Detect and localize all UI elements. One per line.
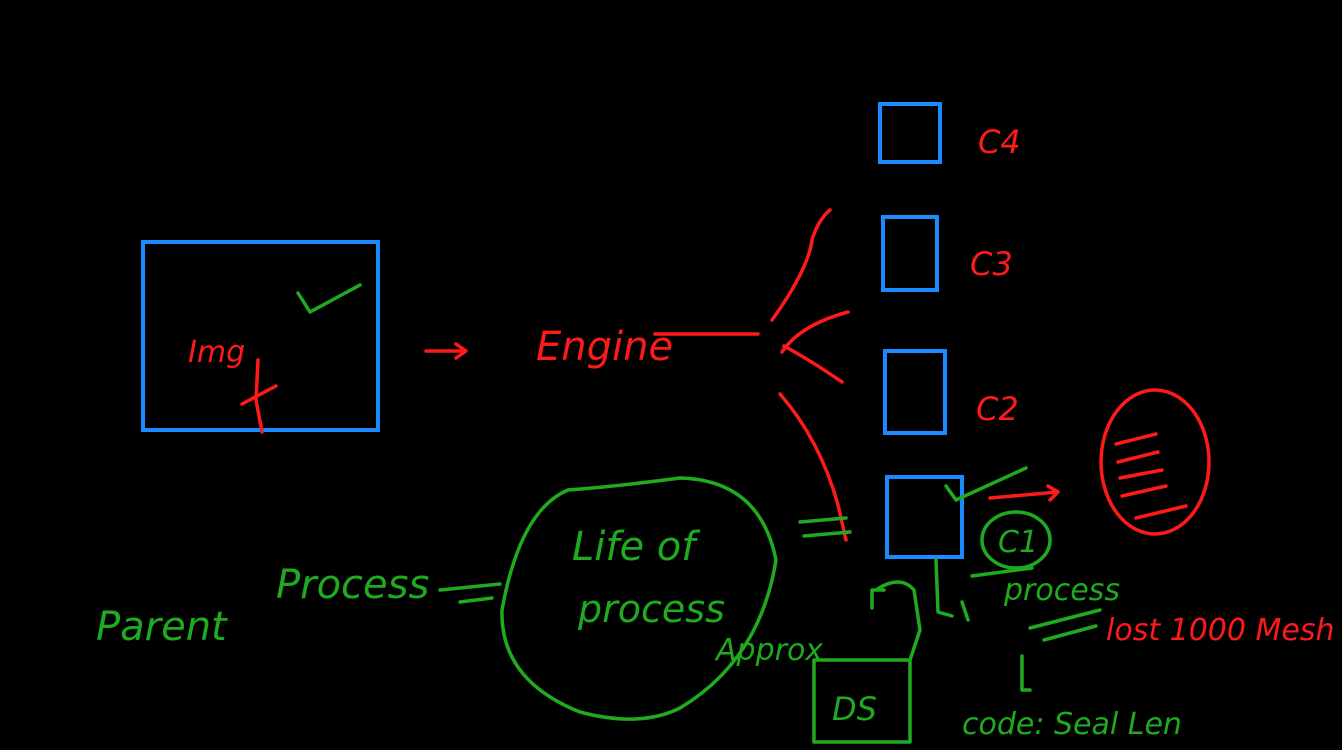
c1-circle-label: C1 bbox=[998, 525, 1038, 560]
parent-label: Parent bbox=[96, 604, 228, 650]
branch-right-lower bbox=[782, 344, 844, 384]
life-label: Life of bbox=[572, 524, 701, 570]
c2-label: C2 bbox=[976, 390, 1019, 428]
image-box bbox=[141, 240, 380, 432]
life-circle bbox=[500, 476, 778, 721]
branch-right-upper bbox=[780, 310, 850, 354]
ds-box bbox=[812, 658, 912, 744]
approx-label: Approx bbox=[714, 633, 823, 668]
bracket-right bbox=[934, 558, 970, 622]
code-line-label: code: Seal Len bbox=[962, 707, 1182, 742]
process-right-label: process bbox=[1003, 573, 1120, 608]
c4-label: C4 bbox=[978, 123, 1021, 161]
list-lines bbox=[1114, 432, 1188, 520]
c2-box bbox=[883, 349, 947, 435]
image-red-tick bbox=[240, 358, 278, 434]
arrow-to-list bbox=[988, 484, 1060, 502]
ds-label: DS bbox=[832, 690, 877, 728]
code-connector bbox=[1020, 654, 1032, 692]
bracket-left bbox=[870, 580, 922, 662]
image-check-mark bbox=[296, 283, 362, 314]
lost-label: lost 1000 Mesh bbox=[1106, 613, 1335, 648]
arrow-to-engine bbox=[424, 342, 468, 360]
image-box-label: Img bbox=[188, 335, 245, 370]
list-oval bbox=[1099, 388, 1211, 536]
equals-mark-c1 bbox=[798, 516, 852, 538]
engine-label: Engine bbox=[536, 324, 673, 370]
c3-box bbox=[881, 215, 939, 292]
of-process-label: process bbox=[577, 587, 725, 631]
branch-to-c3 bbox=[770, 208, 832, 322]
c4-box bbox=[878, 102, 942, 164]
image-box-group: Img bbox=[141, 240, 380, 434]
c1-circle-underline bbox=[970, 566, 1034, 578]
equals-mark-left bbox=[438, 582, 502, 604]
c1-circle bbox=[980, 510, 1052, 570]
process-word-label: Process bbox=[276, 562, 429, 608]
c1-box bbox=[885, 475, 964, 559]
c1-check-mark bbox=[944, 466, 1028, 502]
process-right-underline bbox=[1028, 608, 1102, 642]
branch-to-c1 bbox=[778, 392, 848, 542]
c3-label: C3 bbox=[970, 245, 1013, 283]
